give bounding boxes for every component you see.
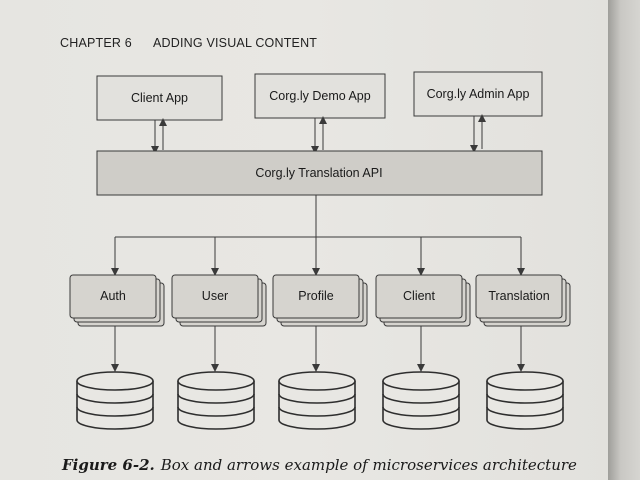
client-api-arrows xyxy=(151,114,486,154)
service-label: Translation xyxy=(488,289,549,303)
client-box-label: Corg.ly Admin App xyxy=(427,87,530,101)
figure-caption-text: Box and arrows example of microservices … xyxy=(160,456,577,474)
client-box-label: Client App xyxy=(131,91,188,105)
figure-number: Figure 6-2. xyxy=(62,456,155,474)
api-service-connectors xyxy=(111,195,525,276)
database-icon xyxy=(278,371,356,430)
database-icon xyxy=(382,371,460,430)
service-stack-client: Client xyxy=(375,274,471,327)
database-icons xyxy=(76,371,564,430)
client-box-client-app: Client App xyxy=(96,75,223,121)
service-stack-profile: Profile xyxy=(272,274,368,327)
client-box-label: Corg.ly Demo App xyxy=(269,89,370,103)
book-binding-shadow xyxy=(608,0,640,480)
service-label: Auth xyxy=(100,289,126,303)
service-label: Client xyxy=(403,289,435,303)
api-label: Corg.ly Translation API xyxy=(255,166,382,180)
page-header: CHAPTER 6 ADDING VISUAL CONTENT xyxy=(60,36,317,50)
service-label: User xyxy=(202,289,228,303)
client-box-demo-app: Corg.ly Demo App xyxy=(254,73,386,119)
figure-caption: Figure 6-2. Box and arrows example of mic… xyxy=(62,456,577,474)
service-stack-translation: Translation xyxy=(475,274,571,327)
service-stack-user: User xyxy=(171,274,267,327)
database-icon xyxy=(76,371,154,430)
database-icon xyxy=(486,371,564,430)
translation-api-box: Corg.ly Translation API xyxy=(96,150,543,196)
service-db-arrows xyxy=(111,326,525,372)
chapter-label: CHAPTER 6 xyxy=(60,36,132,50)
database-icon xyxy=(177,371,255,430)
section-title: ADDING VISUAL CONTENT xyxy=(152,36,318,50)
service-label: Profile xyxy=(298,289,333,303)
client-box-admin-app: Corg.ly Admin App xyxy=(413,71,543,117)
service-stack-auth: Auth xyxy=(69,274,165,327)
